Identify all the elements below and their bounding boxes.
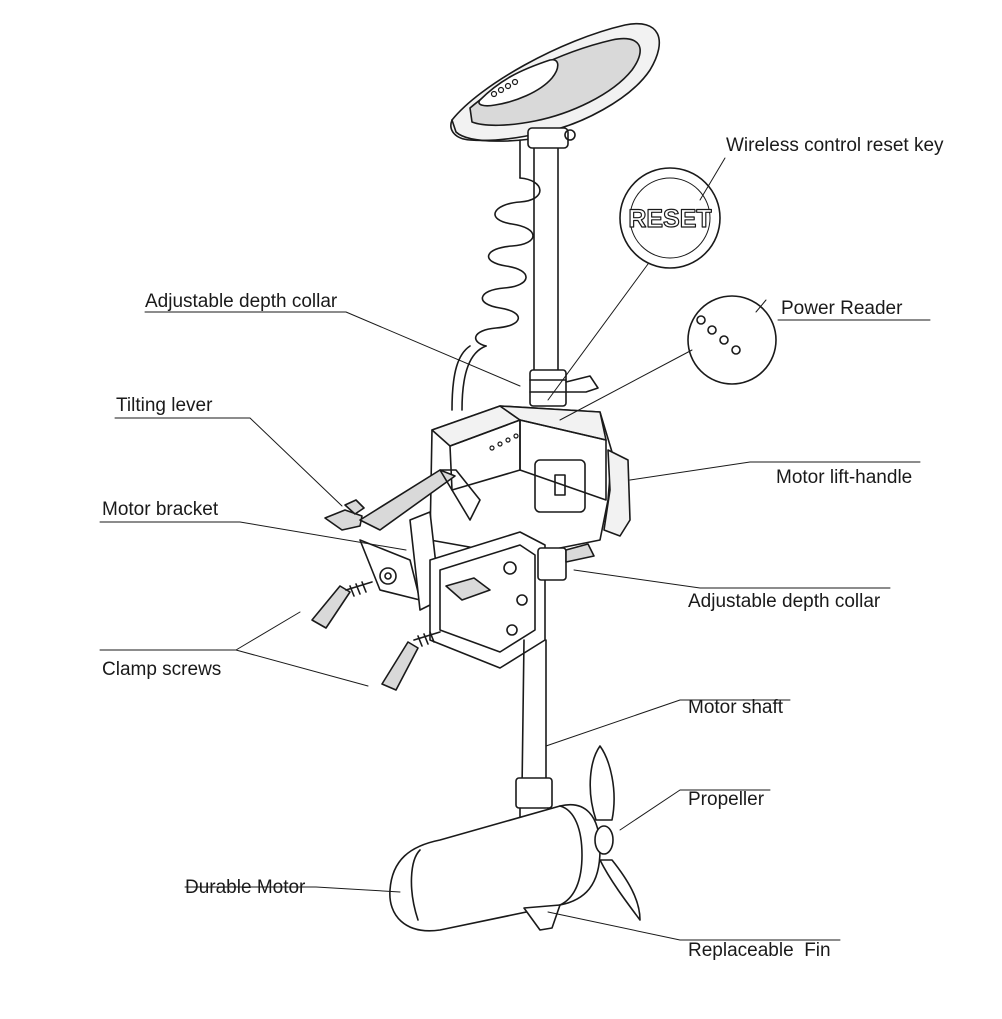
label-adjustable-depth-collar-top: Adjustable depth collar: [145, 291, 338, 312]
replaceable-fin: [523, 904, 561, 931]
reset-key-bubble: [619, 167, 721, 269]
leader-lines: [99, 157, 931, 941]
label-power-reader: Power Reader: [781, 298, 903, 319]
depth-collar-top: [529, 369, 599, 407]
depth-collar-bottom: [537, 543, 595, 581]
motor-shaft: [515, 639, 553, 831]
label-wireless-control-reset-key: Wireless control reset key: [726, 135, 944, 156]
label-motor-lift-handle: Motor lift-handle: [776, 467, 913, 488]
coiled-cable: [451, 139, 541, 411]
motor-head-body: [429, 405, 613, 557]
motor-lift-handle: [603, 449, 631, 537]
clamp-plate: [429, 531, 546, 669]
label-propeller: Propeller: [688, 789, 765, 810]
label-clamp-screws: Clamp screws: [102, 659, 222, 680]
clamp-screw-upper: [311, 581, 373, 629]
label-motor-bracket: Motor bracket: [102, 499, 219, 520]
clamp-screw-lower: [381, 631, 441, 691]
label-durable-motor: Durable Motor: [185, 877, 306, 898]
power-indicator-dots-handle: [490, 78, 519, 98]
tiller-handle: [450, 22, 660, 142]
durable-motor: [389, 804, 601, 932]
upper-shaft: [527, 127, 576, 373]
tilting-lever: [324, 499, 365, 531]
label-tilting-lever: Tilting lever: [116, 395, 213, 416]
power-reader-bubble: [687, 295, 777, 385]
propeller: [589, 745, 641, 921]
power-reader-dots-body: [489, 433, 519, 451]
label-motor-shaft: Motor shaft: [688, 697, 784, 718]
label-adjustable-depth-collar-bottom: Adjustable depth collar: [688, 591, 881, 612]
label-replaceable-fin: Replaceable Fin: [688, 940, 831, 961]
reset-key-text: RESET: [628, 205, 711, 233]
